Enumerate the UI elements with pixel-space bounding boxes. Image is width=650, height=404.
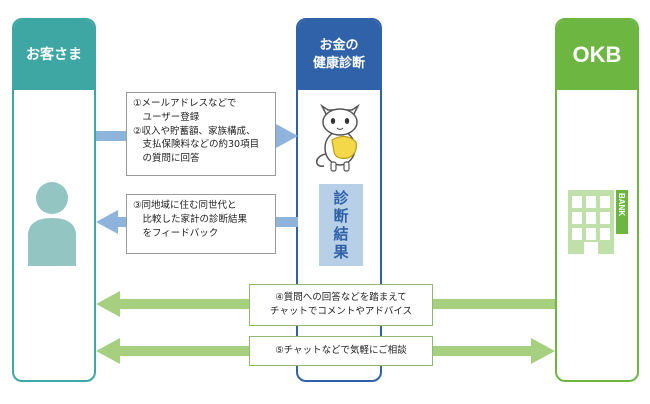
customer-title: お客さま: [14, 20, 94, 90]
health-check-title: お金の 健康診断: [298, 20, 380, 90]
step-1-2-box: ①メールアドレスなどで ユーザー登録 ②収入や貯蓄額、家族構成、 支払保険料など…: [126, 92, 276, 176]
step5-line1: ⑤チャットなどで気軽にご相談: [275, 345, 407, 356]
health-check-title-line2: 健康診断: [312, 56, 365, 71]
step3-line2: 比較した家計の診断結果: [133, 213, 248, 225]
step-3-box: ③同地域に住む同世代と 比較した家計の診断結果 をフィードバック: [126, 194, 276, 254]
result-char-1: 診: [333, 189, 349, 207]
result-char-3: 結: [333, 225, 349, 243]
health-check-title-line1: お金の: [319, 38, 359, 54]
customer-column: お客さま: [12, 18, 96, 382]
step3-line1: ③同地域に住む同世代と: [133, 200, 237, 211]
step1-line2: ユーザー登録: [133, 111, 200, 123]
cat-icon: [315, 103, 360, 172]
step4-line2: チャットでコメントやアドバイス: [269, 305, 413, 317]
step4-line1: ④質問への回答などを踏まえて: [275, 292, 407, 303]
person-icon: [28, 182, 76, 266]
result-char-2: 断: [333, 207, 349, 225]
step3-line3: をフィードバック: [133, 227, 219, 239]
step2-line3: の質問に回答: [133, 153, 200, 165]
step1-line1: ①メールアドレスなどで: [133, 98, 237, 109]
bank-title: OKB: [557, 20, 637, 90]
step2-line2: 支払保険料などの約30項目: [133, 139, 260, 151]
diagnosis-result: 診 断 結 果: [319, 184, 363, 266]
result-char-4: 果: [333, 243, 349, 261]
step-5-box: ⑤チャットなどで気軽にご相談: [249, 336, 433, 366]
step2-line1: ②収入や貯蓄額、家族構成、: [133, 125, 256, 137]
bank-building-icon: BANK: [568, 190, 628, 254]
step-4-box: ④質問への回答などを踏まえて チャットでコメントやアドバイス: [249, 284, 433, 326]
bank-sign-text: BANK: [617, 193, 626, 216]
